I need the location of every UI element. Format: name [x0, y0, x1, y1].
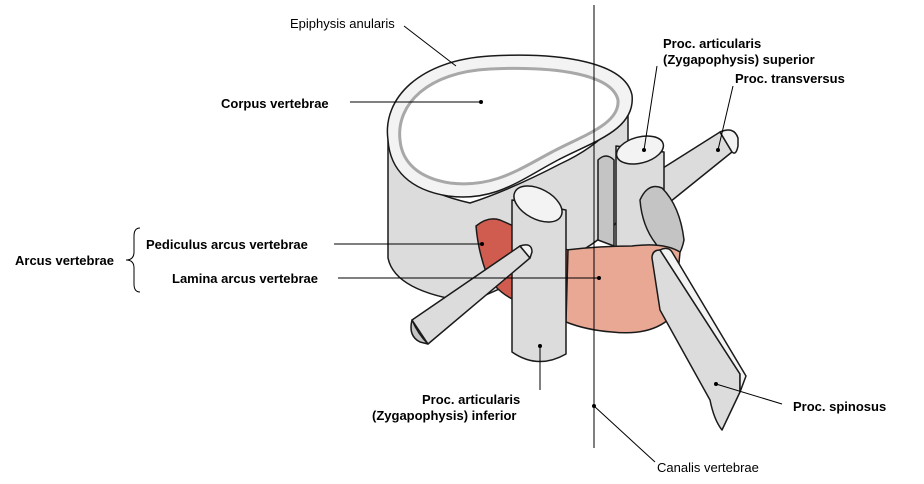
- dot-art-sup: [642, 148, 646, 152]
- label-canalis: Canalis vertebrae: [657, 460, 759, 475]
- leader-lines: [334, 25, 783, 463]
- dot-lamina: [597, 276, 601, 280]
- leader-epiphysis: [403, 25, 457, 67]
- art-inf-column: [511, 199, 567, 363]
- label-art-inf-line1: Proc. articularis: [422, 392, 520, 407]
- label-art-sup-line1: Proc. articularis: [663, 36, 761, 51]
- proc-articularis-inferior-shape: [511, 185, 567, 363]
- proc-spinosus-shape: [651, 247, 747, 431]
- art-sup-right-facet: [639, 185, 685, 263]
- label-transversus: Proc. transversus: [735, 71, 845, 86]
- transverse-right-top: [719, 129, 739, 154]
- art-sup-left-facet: [597, 155, 615, 247]
- label-art-inf-line2: (Zygapophysis) inferior: [372, 408, 516, 423]
- transverse-left-top: [519, 244, 533, 259]
- dot-pediculus: [480, 242, 484, 246]
- dot-corpus: [479, 100, 483, 104]
- label-arcus: Arcus vertebrae: [15, 253, 114, 268]
- dot-spinosus: [714, 382, 718, 386]
- label-art-sup-line2: (Zygapophysis) superior: [663, 52, 815, 67]
- leader-art-sup: [643, 65, 658, 151]
- label-epiphysis: Epiphysis anularis: [290, 16, 395, 31]
- leader-canalis: [593, 405, 656, 463]
- spinous-top: [659, 247, 747, 393]
- transverse-left-end: [410, 319, 429, 345]
- leader-transversus: [717, 85, 734, 151]
- label-lamina: Lamina arcus vertebrae: [172, 271, 318, 286]
- dot-canalis: [592, 404, 596, 408]
- art-inf-top: [513, 185, 563, 223]
- leader-spinosus: [715, 383, 783, 405]
- proc-articularis-superior-shape: [597, 135, 685, 263]
- epiphysis-ring: [398, 66, 620, 186]
- label-spinosus: Proc. spinosus: [793, 399, 886, 414]
- art-sup-top: [615, 135, 665, 165]
- proc-transversus-left-shape: [410, 244, 533, 345]
- dot-transversus: [716, 148, 720, 152]
- dot-art-inf: [538, 344, 542, 348]
- label-corpus: Corpus vertebrae: [221, 96, 329, 111]
- spinous-side: [651, 249, 741, 431]
- brace-icon: [125, 227, 141, 293]
- label-pediculus: Pediculus arcus vertebrae: [146, 237, 308, 252]
